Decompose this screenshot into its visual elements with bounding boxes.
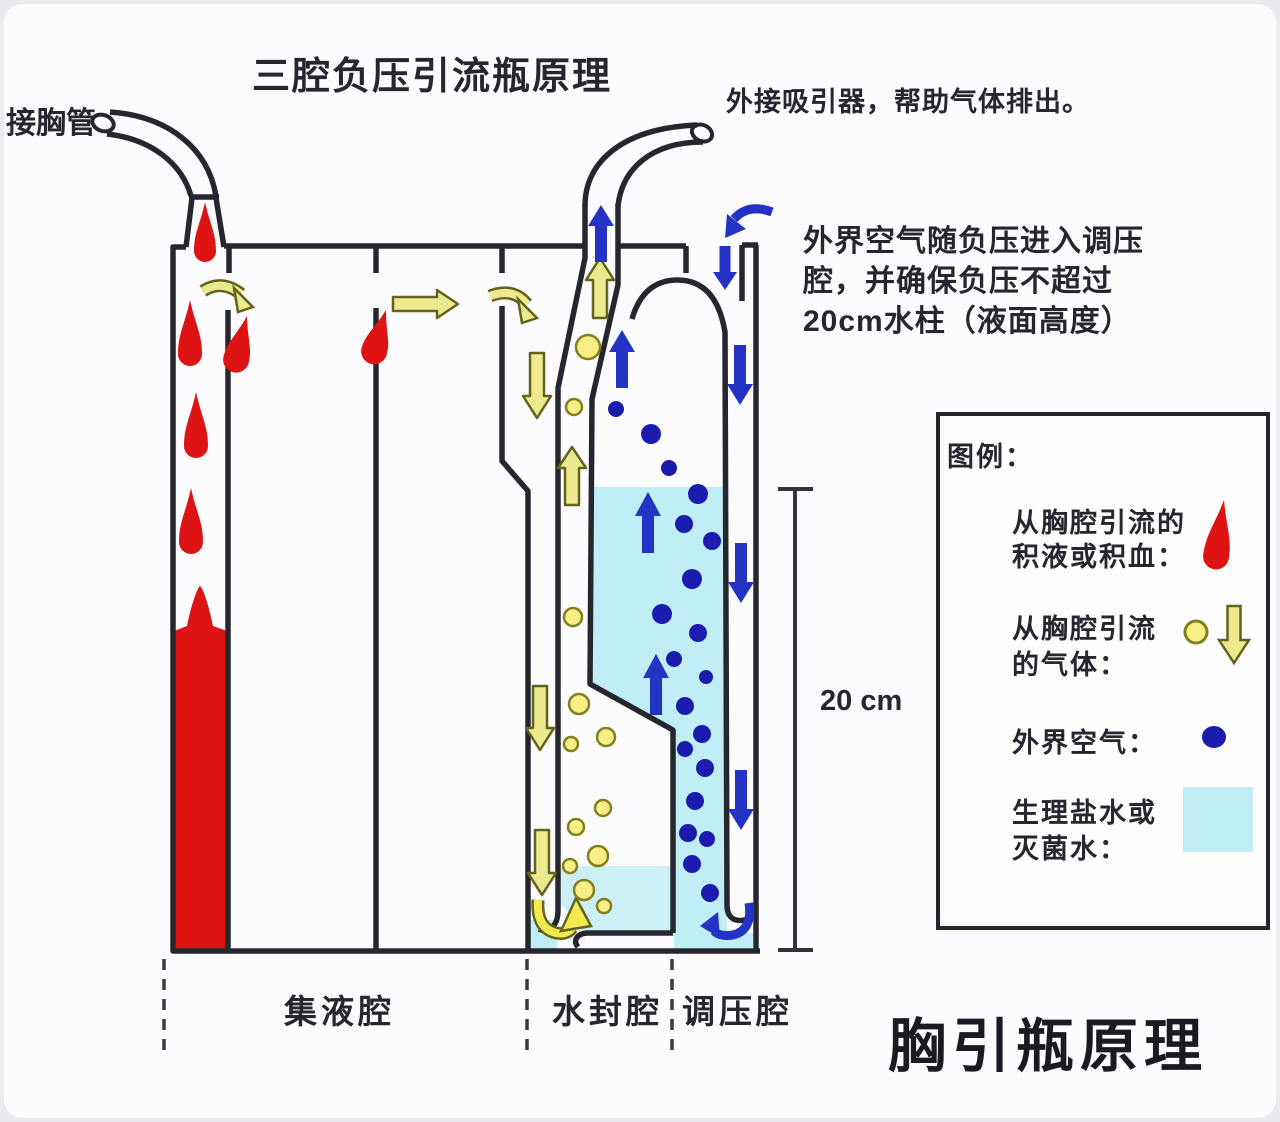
water-column-bracket <box>778 487 813 952</box>
suction-note: 外接吸引器，帮助气体排出。 <box>726 87 1090 117</box>
pressure-note-line2: 腔，并确保负压不超过 <box>803 265 1113 298</box>
blood-drop-icon <box>1203 500 1230 570</box>
outside-air-dots <box>608 401 721 902</box>
bottle-walls <box>170 194 760 954</box>
gas-curved-arrows <box>199 279 593 940</box>
collection-chamber-label: 集液腔 <box>284 993 395 1030</box>
legend-item-1-line1: 从胸腔引流的 <box>1012 508 1186 538</box>
gas-bubbles <box>561 333 617 915</box>
gas-flow-arrows <box>391 256 616 897</box>
suction-tube-drawing <box>582 122 715 207</box>
chest-tube-drawing <box>90 109 219 197</box>
legend-item-1-line2: 积液或积血： <box>1012 542 1186 572</box>
legend-box <box>936 412 1270 930</box>
blood-drops <box>178 202 389 554</box>
gas-bubble-icon <box>1183 619 1209 645</box>
saline-water-swatch-icon <box>1183 787 1253 852</box>
gas-arrow-icon <box>1216 604 1252 666</box>
water-regions <box>530 487 753 949</box>
pressure-chamber-label: 调压腔 <box>682 993 793 1030</box>
chest-tube-label: 接胸管 <box>6 107 96 140</box>
pressure-note-line3: 20cm水柱（液面高度） <box>803 305 1132 338</box>
chamber-divider-dashes <box>162 959 674 1050</box>
diagram-title: 三腔负压引流瓶原理 <box>252 56 613 98</box>
water-column-measure: 20 cm <box>820 685 903 717</box>
collected-blood-pool <box>174 586 227 949</box>
water-seal-chamber-label: 水封腔 <box>552 993 663 1030</box>
legend-item-2-line1: 从胸腔引流 <box>1012 614 1157 644</box>
footer-title: 胸引瓶原理 <box>888 1014 1209 1079</box>
air-curved-arrows <box>700 204 774 940</box>
legend-title: 图例： <box>947 442 1034 472</box>
air-flow-arrows <box>588 205 754 830</box>
outside-air-dot-icon <box>1202 726 1226 748</box>
legend-item-4-line2: 灭菌水： <box>1012 834 1128 864</box>
legend-item-4-line1: 生理盐水或 <box>1012 798 1157 828</box>
legend-item-3-line1: 外界空气： <box>1012 728 1157 758</box>
legend-item-2-line2: 的气体： <box>1012 650 1128 680</box>
pressure-note-line1: 外界空气随负压进入调压 <box>803 225 1144 258</box>
